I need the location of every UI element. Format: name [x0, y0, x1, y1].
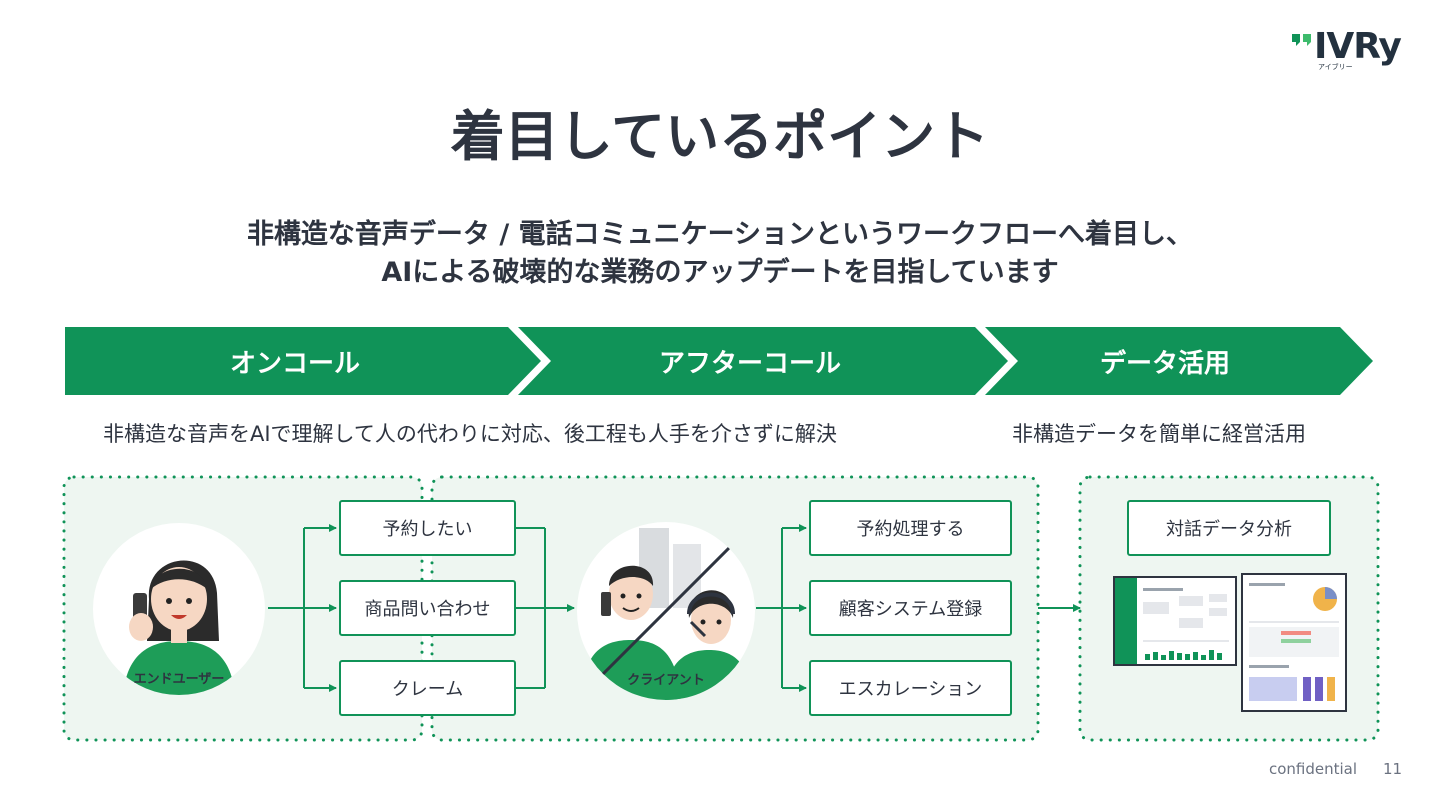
ivry-logo: IVRy アイブリー: [1292, 26, 1412, 72]
phase-label-aftercall: アフターコール: [658, 349, 841, 379]
panel-data-border: [1078, 475, 1380, 742]
phase-arrow-data: [985, 327, 1373, 395]
phase-arrow-aftercall: [518, 327, 1008, 395]
phase-arrow-oncall: [65, 327, 541, 395]
description-right: 非構造データを簡単に経営活用: [1012, 422, 1306, 446]
confidential-label: confidential: [1269, 760, 1358, 778]
client-avatar: [577, 522, 755, 700]
action-crm-register: 顧客システム登録: [809, 580, 1012, 636]
subtitle: 非構造な音声データ / 電話コミュニケーションというワークフローへ着目し、 AI…: [0, 216, 1440, 292]
end-user-illustration-icon: [123, 560, 235, 695]
inquiry-complaint: クレーム: [339, 660, 516, 716]
logo-text: IVRy: [1314, 26, 1402, 67]
page-title: 着目しているポイント: [450, 105, 990, 168]
description-left: 非構造な音声をAIで理解して人の代わりに対応、後工程も人手を介さずに解決: [103, 422, 837, 446]
connector-client-actions: [756, 524, 807, 692]
page-number: 11: [1383, 760, 1403, 778]
inquiry-product: 商品問い合わせ: [339, 580, 516, 636]
panel-oncall-border: [62, 475, 424, 742]
subtitle-line-1: 非構造な音声データ / 電話コミュニケーションというワークフローへ着目し、: [246, 219, 1194, 250]
logo-kana: アイブリー: [1318, 63, 1353, 71]
data-analysis-box: 対話データ分析: [1127, 500, 1331, 556]
connector-enduser-inquiries: [268, 524, 337, 692]
client-label: クライアント: [627, 673, 705, 688]
phase-label-oncall: オンコール: [229, 349, 360, 379]
subtitle-line-2: AIによる破壊的な業務のアップデートを目指しています: [381, 257, 1059, 288]
end-user-avatar: [93, 523, 265, 695]
action-escalation: エスカレーション: [809, 660, 1012, 716]
inquiry-reservation: 予約したい: [339, 500, 516, 556]
logo-mark-icon: [1292, 34, 1311, 46]
connector-inquiries-client: [516, 527, 575, 689]
phase-label-data: データ活用: [1099, 349, 1230, 379]
action-reservation: 予約処理する: [809, 500, 1012, 556]
dashboard-screenshot-1: [1113, 576, 1237, 666]
end-user-label: エンドユーザー: [133, 672, 225, 687]
dashboard-screenshot-2: [1241, 573, 1347, 712]
client-illustration-icon: [577, 522, 755, 700]
